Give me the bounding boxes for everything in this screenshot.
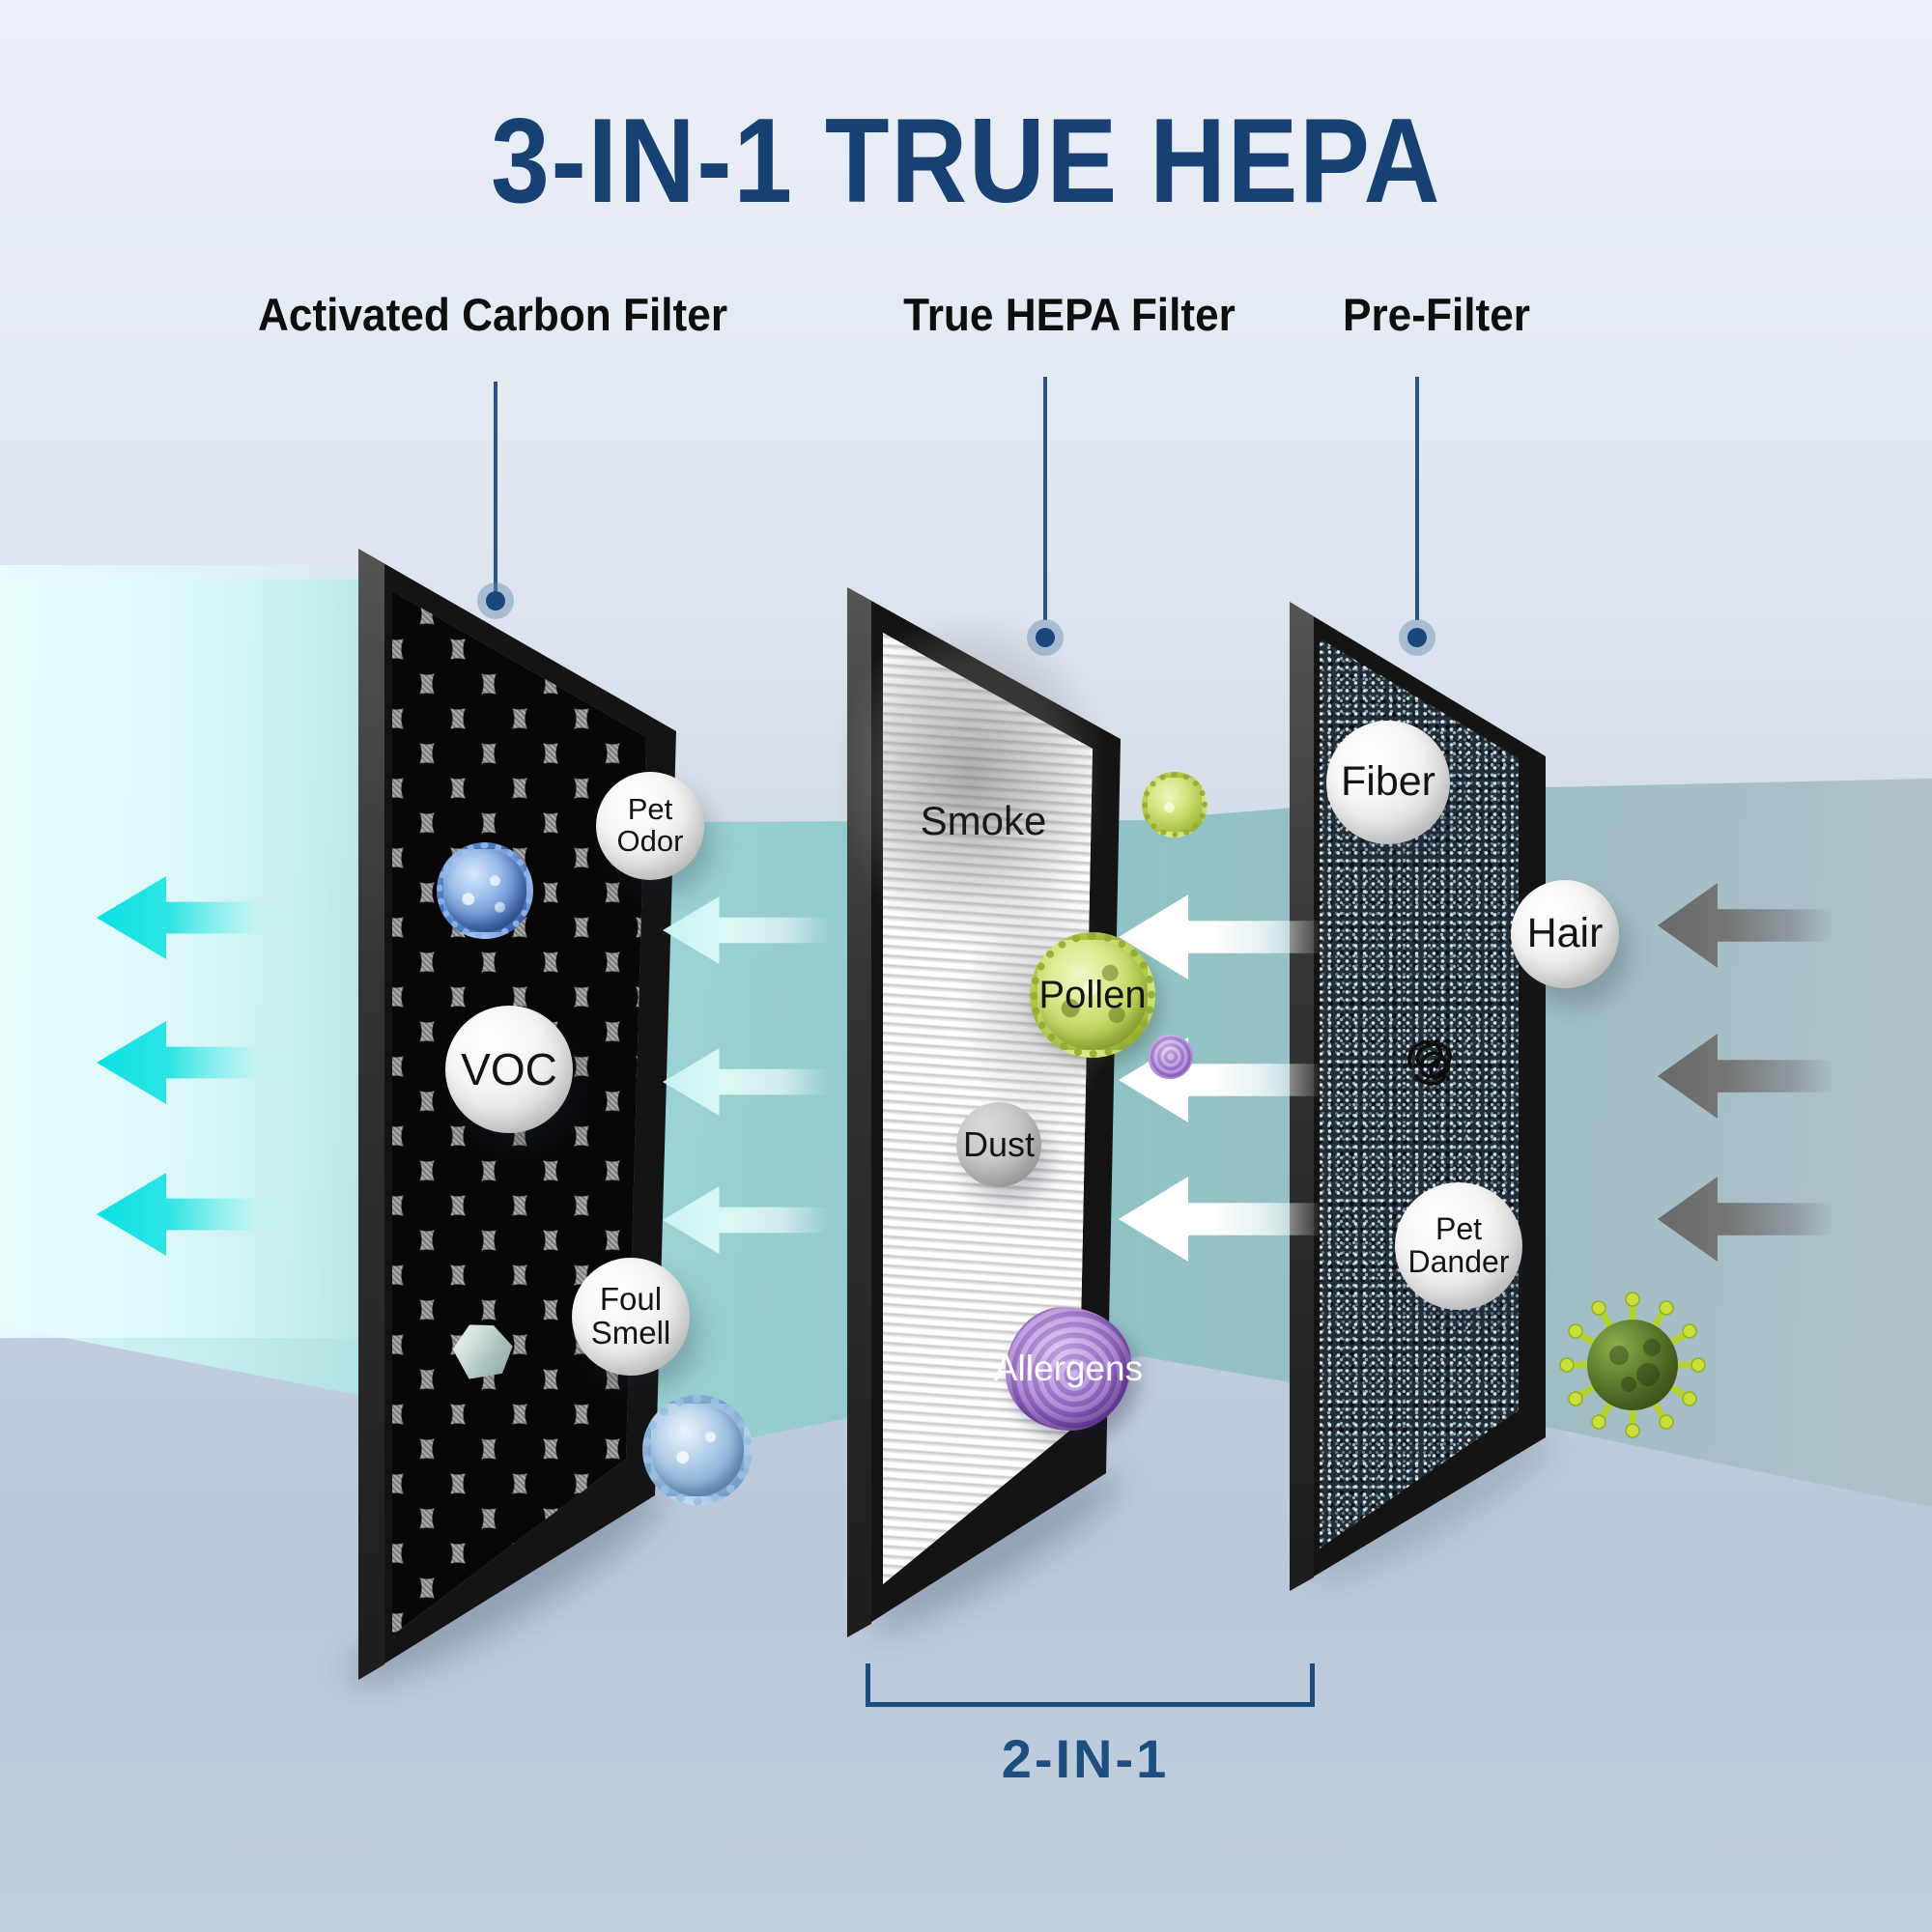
fiber-bubble: Fiber (1326, 721, 1450, 844)
smoke-label: Smoke (920, 798, 1047, 843)
voc-label: VOC (461, 1043, 557, 1094)
pre-leader-line (1415, 377, 1419, 620)
pet-dander-bubble: Pet Dander (1395, 1182, 1522, 1310)
purple-particle-icon (1149, 1035, 1193, 1079)
allergens-bubble: Allergens (994, 1307, 1143, 1431)
pollen-label: Pollen (1038, 974, 1147, 1016)
two-in-one-bracket (866, 1663, 1315, 1707)
two-in-one-label: 2-IN-1 (1001, 1728, 1170, 1789)
label-true-hepa-filter: True HEPA Filter (903, 289, 1236, 340)
pre-leader-dot (1407, 628, 1427, 647)
carbon-leader-line (494, 382, 497, 592)
pet-dander-label: Pet Dander (1407, 1211, 1510, 1279)
voc-bubble: VOC (445, 1006, 573, 1133)
hair-bubble: Hair (1511, 880, 1619, 988)
green-pollen-icon (1142, 772, 1208, 838)
green-virus-icon (1555, 1288, 1710, 1442)
pollen-bubble: Pollen (1030, 932, 1155, 1058)
light-blue-virus-icon (642, 1395, 753, 1505)
carbon-leader-dot (486, 591, 505, 611)
pre-frame-side (1290, 602, 1314, 1591)
carbon-frame-side (358, 549, 384, 1680)
smoke-smudge (840, 618, 1101, 937)
blue-virus-icon (437, 842, 533, 939)
dust-bubble: Dust (956, 1102, 1041, 1187)
hair-label: Hair (1526, 910, 1604, 957)
hepa-leader-dot (1036, 628, 1055, 647)
pet-odor-bubble: Pet Odor (596, 772, 704, 880)
page-title: 3-IN-1 TRUE HEPA (490, 95, 1442, 228)
foul-smell-bubble: Foul Smell (572, 1258, 690, 1376)
allergens-label: Allergens (993, 1349, 1144, 1388)
label-activated-carbon-filter: Activated Carbon Filter (257, 289, 728, 340)
foul-smell-label: Foul Smell (590, 1281, 671, 1350)
label-pre-filter: Pre-Filter (1343, 289, 1530, 340)
dust-label: Dust (962, 1124, 1036, 1165)
pet-odor-label: Pet Odor (616, 792, 684, 858)
hepa-leader-line (1043, 377, 1047, 620)
fiber-label: Fiber (1341, 758, 1435, 806)
hair-tangle-icon (1386, 1021, 1483, 1110)
